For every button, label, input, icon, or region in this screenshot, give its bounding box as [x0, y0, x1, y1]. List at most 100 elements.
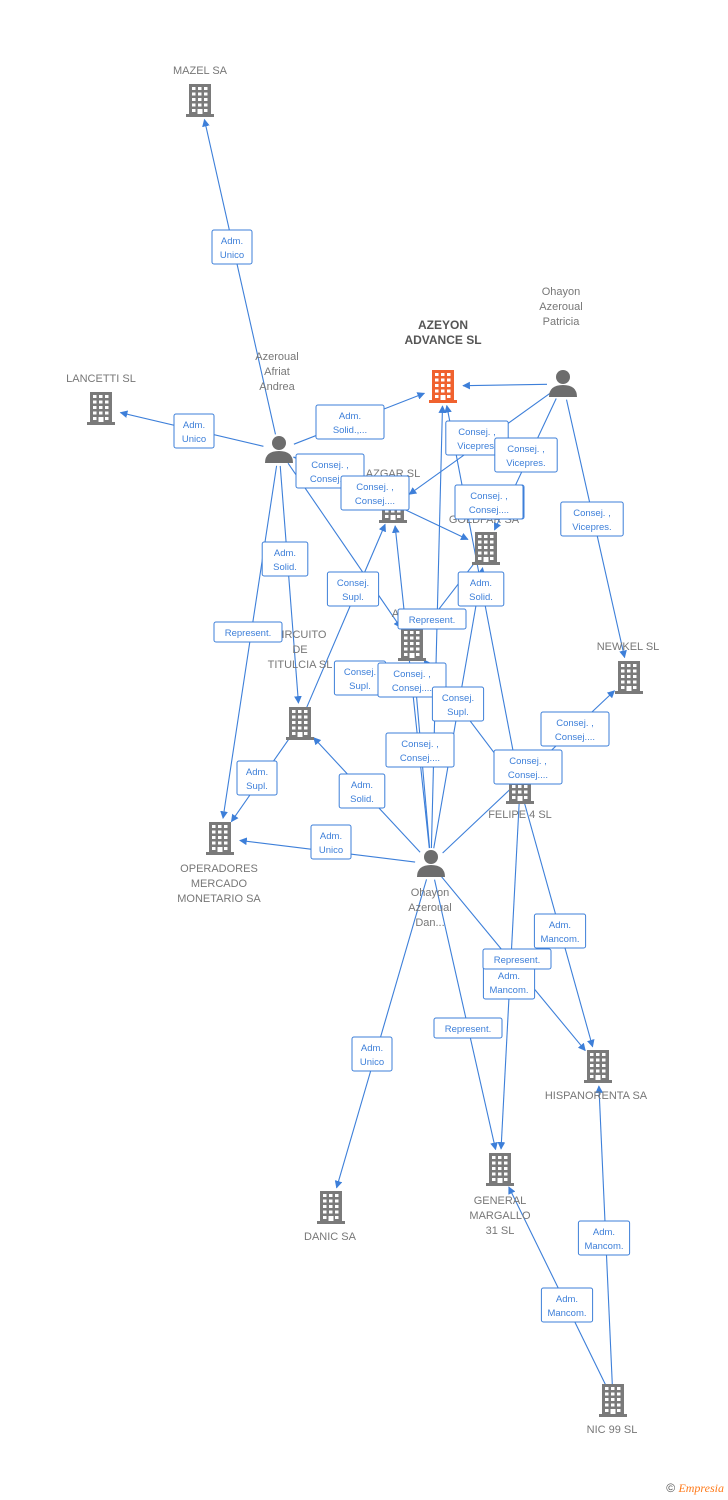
node-label: LANCETTI SL	[66, 373, 136, 385]
node-label: MAZEL SA	[173, 65, 228, 77]
edge-label-andrea-an[interactable]: Consej. ,Consej....	[340, 475, 410, 511]
edge-label-text: Solid.	[350, 794, 374, 805]
edge-label-text: Consej....	[508, 770, 548, 781]
edge-label-text: Consej. ,	[470, 491, 508, 502]
edge-label-text: Represent.	[409, 615, 455, 626]
node-hispanorenta[interactable]: HISPANORENTA SA	[545, 1050, 648, 1102]
node-mazel[interactable]: MAZEL SA	[173, 65, 228, 117]
edge-label-text: Mancom.	[547, 1308, 586, 1319]
copyright-symbol: ©	[666, 1481, 676, 1495]
edge-label-text: Supl.	[349, 681, 371, 692]
edge-label-text: Consej. ,	[458, 427, 496, 438]
edge-andrea-circuito	[279, 465, 302, 704]
edge-label-text: Consej. ,	[356, 482, 394, 493]
edge-label-circuito-operadores[interactable]: Adm.Supl.	[236, 760, 278, 796]
edge-label-patricia-azeyon[interactable]: Consej. , Vicepres.	[445, 420, 509, 456]
node-label: Dan...	[415, 917, 444, 929]
edge-label-text: Adm.	[549, 920, 571, 931]
building-icon	[398, 628, 426, 661]
building-icon	[599, 1384, 627, 1417]
edge-label-dan-danic[interactable]: Adm.Unico	[351, 1036, 393, 1072]
edge-label-text: Vicepres.	[457, 441, 496, 452]
node-lancetti[interactable]: LANCETTI SL	[66, 373, 136, 425]
node-label: Andrea	[259, 381, 295, 393]
edge-label-dan-an[interactable]: Consej. ,Consej....	[377, 662, 447, 698]
edge-label-dan-margallo[interactable]: Represent.	[433, 1017, 503, 1039]
edge-label-dan-circuito[interactable]: Adm. Solid.	[338, 773, 386, 809]
edge-label-andrea-azeyon[interactable]: Adm.Solid.,...	[315, 404, 385, 440]
edge-label-text: Consej. ,	[311, 460, 349, 471]
edge-label-andrea-lancetti[interactable]: Adm.Unico	[173, 413, 215, 449]
edge-label-text: Mancom.	[584, 1241, 623, 1252]
node-label: Afriat	[264, 366, 290, 378]
edge-label-text: Unico	[220, 250, 244, 261]
edge-label-text: Consej. ,	[556, 718, 594, 729]
edge-label-circuito-azgar[interactable]: Consej.Supl.	[326, 571, 380, 607]
edge-label-dan-azeyon[interactable]: Consej. ,Consej....	[385, 732, 455, 768]
edge-label-patricia-azgar[interactable]: Consej. ,Vicepres.	[494, 437, 558, 473]
edge-label-dan-azgar[interactable]: Consej. Supl.	[333, 660, 387, 696]
edge-label-felipe-an[interactable]: Represent.	[397, 608, 467, 630]
edge-dan-margallo	[433, 879, 498, 1151]
building-icon	[286, 707, 314, 740]
node-dan[interactable]: OhayonAzeroualDan...	[408, 850, 452, 929]
edge-label-andrea-mazel[interactable]: Adm.Unico	[211, 229, 253, 265]
node-label: CIRCUITO	[274, 629, 327, 641]
node-danic[interactable]: DANIC SA	[304, 1191, 357, 1243]
node-label: GENERAL	[474, 1195, 527, 1207]
edge-label-dan-operadores[interactable]: Adm.Unico	[310, 824, 352, 860]
person-icon	[417, 850, 445, 877]
edge-label-andrea-operadores[interactable]: Represent.	[213, 621, 283, 643]
node-label: MERCADO	[191, 878, 248, 890]
edge-label-nic99-margallo[interactable]: Adm.Mancom.	[540, 1287, 594, 1323]
building-icon	[486, 1153, 514, 1186]
edge-label-text: Adm.	[351, 780, 373, 791]
edge-label-text: Consej....	[469, 505, 509, 516]
node-nic99[interactable]: NIC 99 SL	[587, 1384, 638, 1436]
brand-name: Empresia	[678, 1481, 724, 1495]
edge-label-text: Solid.	[469, 592, 493, 603]
node-label: TITULCIA SL	[268, 659, 333, 671]
edge-label-text: Adm.	[183, 420, 205, 431]
edge-label-andrea-circuito[interactable]: Adm.Solid.	[261, 541, 309, 577]
edge-label-felipe-margallo[interactable]: Represent.	[482, 948, 552, 970]
edge-label-dan-goldfar[interactable]: Consej.Supl.	[431, 686, 485, 722]
building-icon	[206, 822, 234, 855]
edge-label-text: Consej. ,	[401, 739, 439, 750]
edge-label-text: Consej.	[337, 578, 369, 589]
person-icon	[549, 370, 577, 397]
node-label: 31 SL	[486, 1225, 515, 1237]
node-goldfar[interactable]: GOLDFAR SA	[449, 514, 520, 565]
edge-label-patricia-newkel[interactable]: Consej. ,Vicepres.	[560, 501, 624, 537]
edge-dan-danic	[334, 879, 428, 1189]
node-label: MONETARIO SA	[177, 893, 261, 905]
edge-label-text: Consej.	[344, 667, 376, 678]
node-label: AZEYON	[418, 318, 468, 332]
edge-label-goldfar-an[interactable]: Adm.Solid.	[457, 571, 505, 607]
edge-label-text: Adm.	[320, 831, 342, 842]
edge-label-text: Consej....	[392, 683, 432, 694]
edge-label-dan-newkel[interactable]: Consej. , Consej....	[540, 711, 610, 747]
edge-label-text: Solid.,...	[333, 425, 367, 436]
edge-label-nic99-hispanorenta[interactable]: Adm.Mancom.	[577, 1220, 631, 1256]
edge-andrea-mazel	[202, 118, 277, 435]
edge-label-patricia-goldfar[interactable]: Consej. , Consej....	[454, 484, 524, 520]
edge-label-felipe-hispanorenta[interactable]: Adm.Mancom.	[533, 913, 587, 949]
node-label: Patricia	[543, 316, 581, 328]
edge-label-text: Consej.	[442, 693, 474, 704]
building-icon	[87, 392, 115, 425]
edge-label-text: Consej....	[555, 732, 595, 743]
node-label: DANIC SA	[304, 1231, 357, 1243]
node-newkel[interactable]: NEWKEL SL	[597, 641, 660, 694]
edge-label-felipe-azeyon[interactable]: Consej. ,Consej....	[493, 749, 563, 785]
edge-label-text: Consej. ,	[573, 508, 611, 519]
edge-label-dan-hispanorenta[interactable]: Adm.Mancom.	[482, 964, 536, 1000]
node-label: HISPANORENTA SA	[545, 1090, 648, 1102]
